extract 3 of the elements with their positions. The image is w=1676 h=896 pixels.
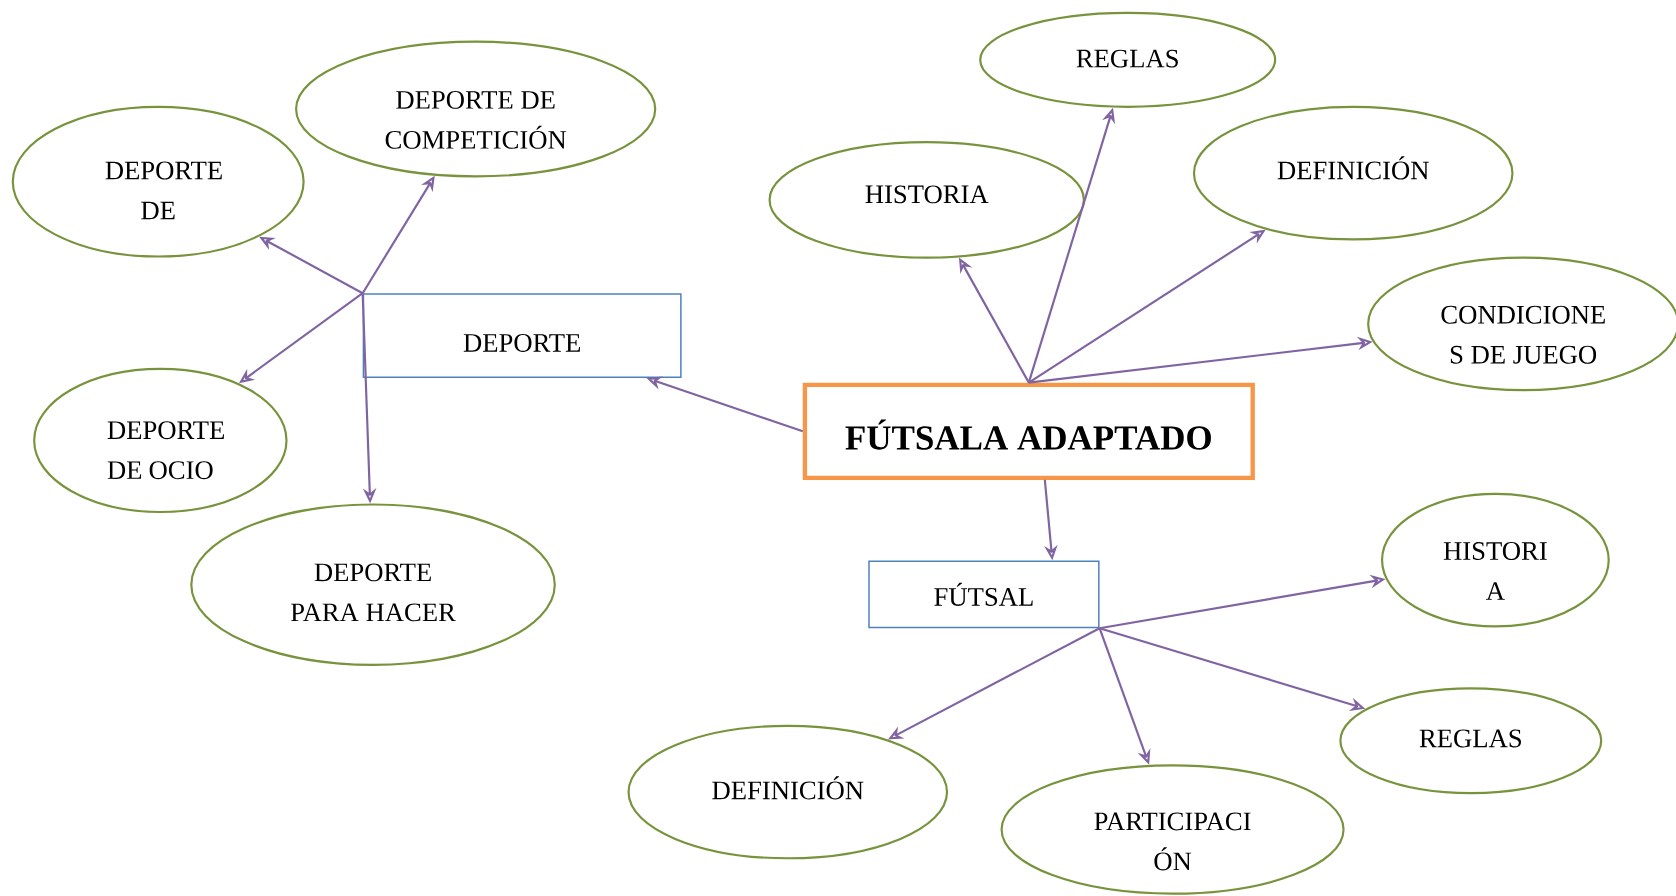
category-box: FÚTSAL	[868, 560, 1100, 629]
category-box: DEPORTE	[362, 293, 682, 379]
title-box: FÚTSALA ADAPTADO	[802, 382, 1255, 481]
